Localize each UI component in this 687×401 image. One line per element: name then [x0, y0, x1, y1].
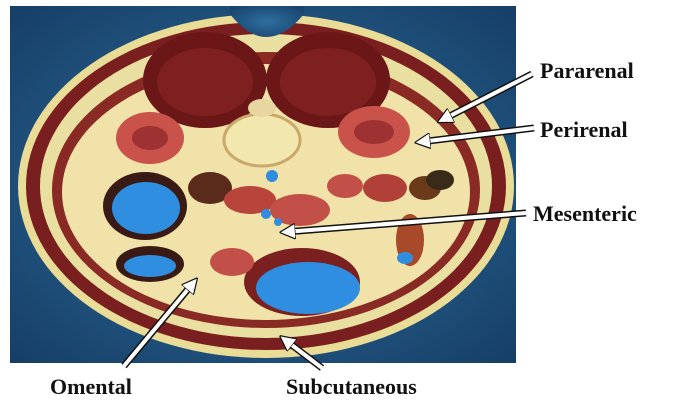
mesenteric-label: Mesenteric: [533, 203, 637, 225]
pararenal-label: Pararenal: [540, 60, 634, 82]
omental-label: Omental: [50, 376, 132, 398]
subcutaneous-label: Subcutaneous: [286, 376, 417, 398]
perirenal-label: Perirenal: [540, 119, 628, 141]
